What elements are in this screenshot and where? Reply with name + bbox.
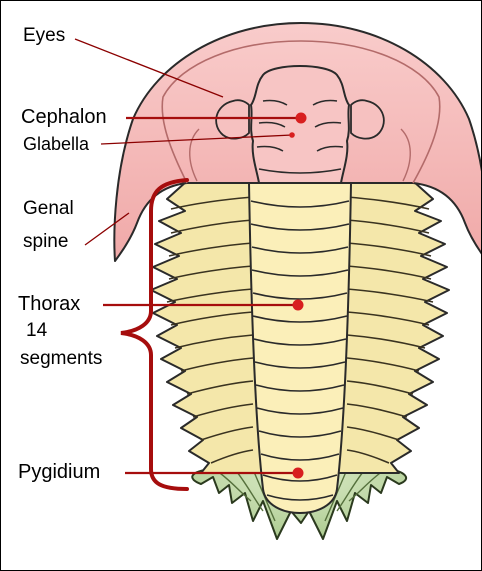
label-genal-spine-line1: Genal: [23, 199, 74, 218]
label-glabella: Glabella: [23, 135, 89, 153]
glabella: [251, 66, 349, 183]
label-genal-spine-line2: spine: [23, 232, 68, 251]
label-segments-line2: segments: [20, 349, 102, 368]
label-segments-line1: 14: [26, 321, 47, 340]
label-eyes: Eyes: [23, 26, 65, 45]
label-cephalon: Cephalon: [21, 107, 107, 127]
label-pygidium: Pygidium: [18, 462, 100, 482]
label-thorax: Thorax: [18, 294, 80, 314]
axial-lobe: [249, 183, 351, 513]
pointer-glabella-dot: [289, 132, 295, 138]
